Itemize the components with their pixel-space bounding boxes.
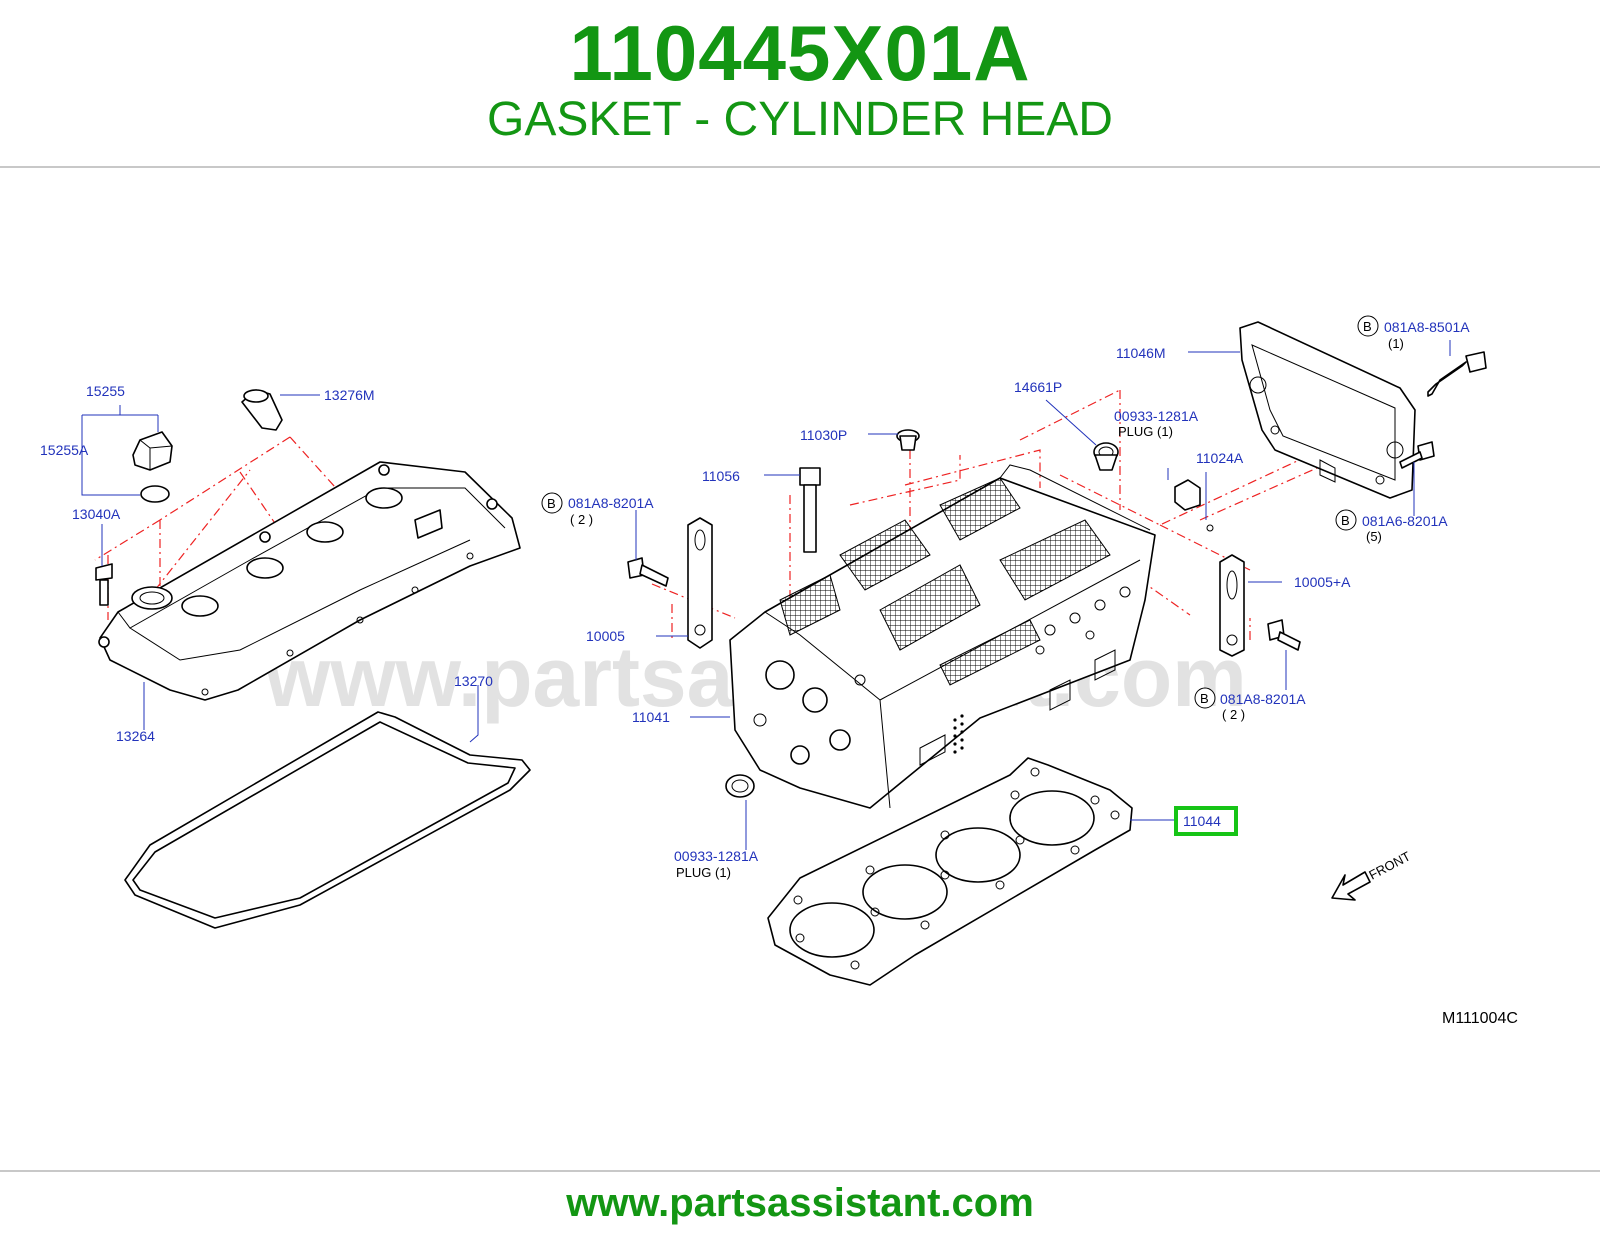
label-11030p[interactable]: 11030P: [800, 427, 847, 443]
plug-upper: [1093, 442, 1119, 471]
label-13270[interactable]: 13270: [454, 673, 493, 689]
rear-cover-plate: [1239, 321, 1416, 499]
label-081a6-8201a[interactable]: 081A6-8201A: [1362, 513, 1448, 529]
label-11041[interactable]: 11041: [632, 709, 670, 725]
part-number-title: 110445X01A: [569, 9, 1031, 97]
lifting-bracket-front: [687, 517, 713, 649]
plug-qty-upper: PLUG (1): [1118, 424, 1173, 439]
oil-filler-cap: [132, 431, 173, 503]
bolt-markers: B B B B: [541, 315, 1379, 709]
plug-11024a: [1174, 479, 1214, 532]
valve-cover-gasket: [124, 711, 531, 929]
qty-081a6-8201a: (5): [1366, 529, 1382, 544]
qty-081a8-8201a-right: ( 2 ): [1222, 707, 1245, 722]
label-11056[interactable]: 11056: [702, 468, 740, 484]
front-arrow: FRONT: [1331, 848, 1413, 901]
label-15255[interactable]: 15255: [86, 383, 125, 399]
label-00933-1281a-upper[interactable]: 00933-1281A: [1114, 408, 1199, 424]
highlight-box-11044: [1174, 806, 1238, 836]
part-labels[interactable]: 15255 15255A 13040A 13276M 13264 13270 1…: [40, 319, 1470, 880]
bolt-marker-d: B: [1200, 691, 1209, 706]
label-13040a[interactable]: 13040A: [72, 506, 121, 522]
header-divider: [0, 166, 1600, 168]
plug-lower: [725, 774, 755, 798]
label-13276m[interactable]: 13276M: [324, 387, 375, 403]
label-11044[interactable]: 11044: [1183, 813, 1221, 829]
plug-11030p: [896, 429, 920, 451]
label-11024a[interactable]: 11024A: [1196, 450, 1244, 466]
front-label: FRONT: [1366, 848, 1413, 882]
parts-diagram: www.partsassistant.com: [40, 315, 1518, 1027]
cover-bolt-long: [1427, 351, 1487, 397]
label-10005a[interactable]: 10005+A: [1294, 574, 1351, 590]
label-081a8-8501a[interactable]: 081A8-8501A: [1384, 319, 1470, 335]
page-header: 110445X01A GASKET - CYLINDER HEAD: [0, 0, 1600, 168]
cylinder-head: [729, 464, 1156, 809]
qty-081a8-8501a: (1): [1388, 336, 1404, 351]
label-00933-1281a-lower[interactable]: 00933-1281A: [674, 848, 759, 864]
footer-url[interactable]: www.partsassistant.com: [566, 1181, 1034, 1225]
lifting-bracket-rear: [1219, 554, 1245, 657]
label-081a8-8201a-right[interactable]: 081A8-8201A: [1220, 691, 1306, 707]
label-15255a[interactable]: 15255A: [40, 442, 89, 458]
label-11046m[interactable]: 11046M: [1116, 345, 1166, 361]
qty-081a8-8201a-left: ( 2 ): [570, 512, 593, 527]
head-bolt: [799, 467, 821, 553]
label-081a8-8201a-left[interactable]: 081A8-8201A: [568, 495, 654, 511]
bolt-marker-b: B: [1363, 319, 1372, 334]
label-14661p[interactable]: 14661P: [1014, 379, 1062, 395]
footer-divider: [0, 1170, 1600, 1172]
cylinder-head-gasket: [767, 757, 1133, 986]
cover-bolt: [95, 563, 113, 606]
cover-bolt-short: [1399, 441, 1435, 469]
bolt-marker-c: B: [1341, 513, 1350, 528]
label-13264[interactable]: 13264: [116, 728, 155, 744]
bolt-marker-a: B: [547, 496, 556, 511]
figure-code: M111004C: [1442, 1010, 1518, 1027]
bracket-bolt-right: [1267, 619, 1301, 651]
bracket-bolt-left: [627, 557, 669, 587]
grommet: [241, 389, 283, 431]
leader-lines: [81, 340, 1451, 850]
plug-qty-lower: PLUG (1): [676, 865, 731, 880]
label-10005[interactable]: 10005: [586, 628, 625, 644]
part-name-subtitle: GASKET - CYLINDER HEAD: [487, 93, 1113, 146]
valve-cover: [98, 461, 521, 701]
